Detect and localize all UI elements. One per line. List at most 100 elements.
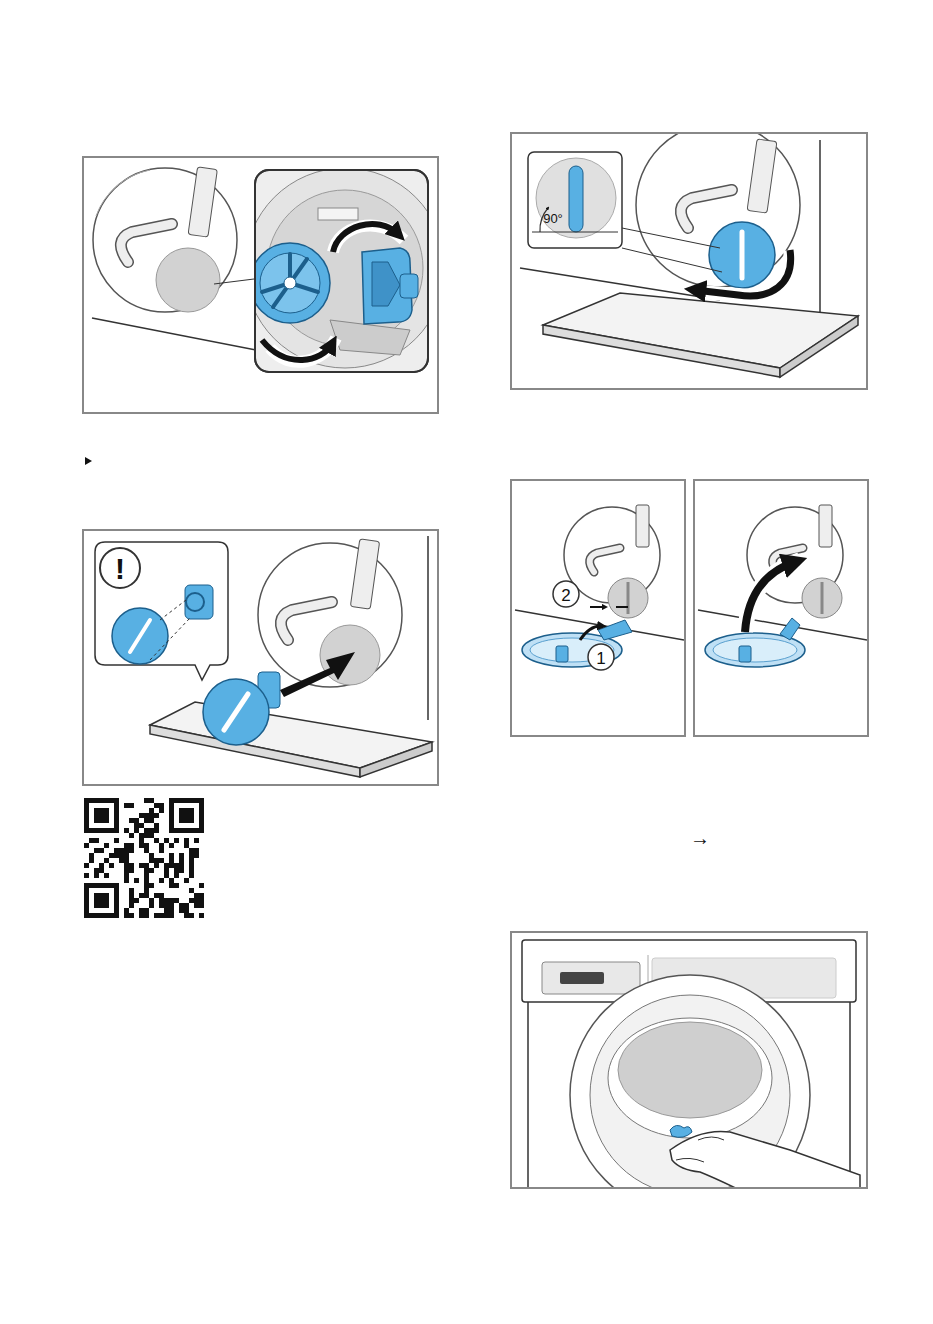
panel-insert-filter	[83, 530, 438, 785]
panel-insert-filter-part	[100, 548, 140, 588]
qr-code-part	[144, 813, 149, 818]
panel-turn-filter-part-part	[536, 158, 616, 238]
qr-code-part	[179, 808, 194, 823]
qr-code-part	[194, 848, 199, 853]
qr-code-part	[89, 803, 114, 828]
qr-code-part	[99, 848, 104, 853]
qr-code-part	[169, 898, 174, 903]
qr-code-part	[144, 878, 149, 883]
qr-code-part	[84, 798, 204, 918]
panel-lift-flap-part-part	[745, 562, 795, 632]
panel-turn-filter-part-part	[681, 190, 732, 228]
qr-code-part	[159, 808, 164, 813]
qr-code-part	[144, 908, 149, 913]
qr-code-part	[184, 913, 189, 918]
panel-open-flap-part	[553, 581, 579, 607]
qr-code-part	[199, 903, 204, 908]
qr-code-part	[184, 908, 189, 913]
qr-code-part	[144, 863, 149, 868]
qr-code-part	[189, 873, 194, 878]
qr-code-part	[169, 853, 174, 858]
qr-code-part	[134, 898, 139, 903]
panel-turn-filter-part-part	[695, 250, 791, 296]
qr-code-part	[144, 868, 149, 873]
panel-remove-filter-part-part	[372, 262, 400, 306]
qr-code-part	[159, 803, 164, 808]
panel-washer-front-part-part	[608, 1018, 772, 1138]
qr-code-part	[154, 913, 159, 918]
panel-remove-filter-part-part	[121, 224, 172, 262]
qr-code-part	[89, 858, 94, 863]
qr-code-part	[199, 898, 204, 903]
qr-code-part	[124, 858, 129, 863]
qr-code-part	[149, 833, 154, 838]
qr-code-part	[124, 853, 129, 858]
qr-code-part	[169, 903, 174, 908]
qr-code-part	[194, 853, 199, 858]
qr-code-part	[174, 898, 179, 903]
panel-remove-filter	[83, 157, 445, 413]
panel-open-flap-part	[588, 644, 614, 670]
qr-code-part	[189, 858, 194, 863]
panel-remove-filter-part-part	[256, 171, 427, 368]
panel-insert-filter-part-part	[224, 694, 248, 730]
qr-code-part	[94, 873, 99, 878]
qr-code-part	[174, 803, 199, 828]
qr-code-part	[179, 903, 184, 908]
panel-insert-filter-part	[160, 600, 186, 620]
panel-remove-filter-part-part	[262, 340, 332, 360]
qr-code-part	[169, 908, 174, 913]
qr-code-part	[169, 883, 174, 888]
panel-remove-filter-part-part	[400, 274, 418, 298]
qr-code-part	[144, 843, 149, 848]
panel-open-flap-part-part	[590, 548, 620, 572]
qr-code-part	[184, 838, 189, 843]
qr-code-part	[164, 903, 169, 908]
qr-code-part	[184, 843, 189, 848]
qr-code-part	[129, 893, 134, 898]
qr-code-part	[129, 848, 134, 853]
panel-insert-filter-part	[112, 608, 168, 664]
panel-open-flap-part-part	[598, 620, 632, 640]
panel-washer-front-part-part	[676, 1158, 704, 1162]
qr-code-part	[189, 898, 194, 903]
panel-washer-front-part	[522, 940, 860, 1187]
panel-insert-filter-part	[186, 593, 204, 611]
qr-code	[84, 798, 204, 918]
panel-turn-filter-part-part	[532, 232, 618, 233]
qr-code-part	[119, 858, 124, 863]
qr-code-part	[174, 873, 179, 878]
qr-code-part	[149, 798, 154, 803]
panel-turn-filter-part	[520, 134, 858, 377]
qr-code-part	[149, 898, 154, 903]
callout-number: 1	[596, 650, 605, 667]
panel-lift-flap-part-part	[821, 582, 824, 614]
qr-code-part	[94, 838, 99, 843]
qr-code-part	[104, 873, 109, 878]
panel-open-flap-part-part	[590, 606, 605, 608]
panel-turn-filter-part-part	[681, 190, 732, 228]
panel-open-flap-part-part	[627, 582, 630, 614]
qr-code-part	[169, 843, 174, 848]
qr-code-part	[169, 878, 174, 883]
qr-code-part	[149, 868, 154, 873]
qr-code-part	[164, 838, 169, 843]
qr-code-part	[154, 813, 159, 818]
qr-code-part	[154, 803, 159, 808]
qr-code-part	[169, 913, 174, 918]
qr-code-part	[154, 893, 159, 898]
qr-code-part	[189, 913, 194, 918]
panel-insert-filter-part-part	[427, 536, 429, 720]
qr-code-part	[139, 838, 144, 843]
qr-code-part	[104, 858, 109, 863]
panel-washer-front-part-part	[560, 972, 604, 984]
panel-remove-filter-part	[256, 171, 427, 368]
qr-code-part	[129, 913, 134, 918]
panel-lift-flap-part-part	[802, 578, 842, 618]
qr-code-part	[194, 893, 199, 898]
panel-turn-filter-part-part	[569, 166, 583, 232]
qr-code-part	[84, 843, 89, 848]
qr-code-part	[99, 868, 104, 873]
panel-lift-flap-part-part	[819, 505, 832, 547]
qr-code-part	[159, 893, 164, 898]
